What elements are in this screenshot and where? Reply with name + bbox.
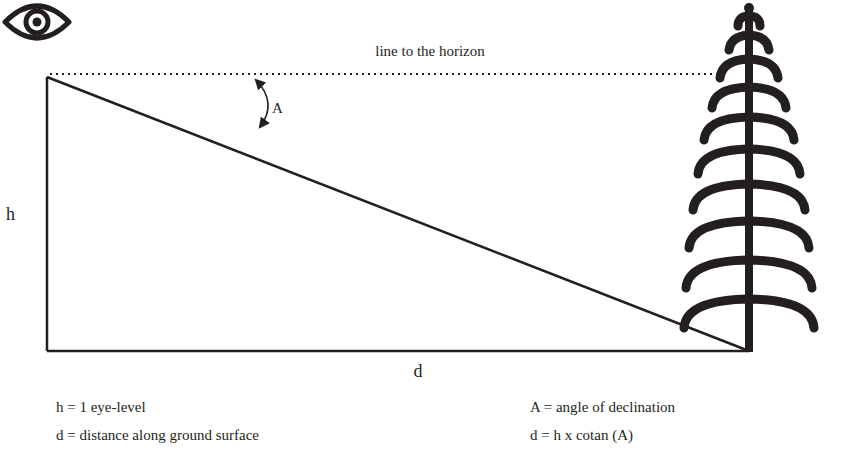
tree	[684, 3, 814, 352]
legend-note: A = angle of declination	[530, 398, 675, 416]
horizon-line	[50, 73, 722, 75]
legend-note: d = distance along ground surface	[56, 426, 259, 444]
legend-note: d = h x cotan (A)	[530, 426, 633, 444]
dimension-label: h	[6, 205, 15, 223]
angle-arc	[256, 80, 268, 127]
angle-label: A	[272, 99, 283, 117]
dimension-label: d	[414, 362, 423, 380]
eye-icon	[5, 6, 69, 38]
triangle	[47, 77, 749, 351]
legend-note: h = 1 eye-level	[56, 398, 146, 416]
line-label: line to the horizon	[375, 42, 485, 60]
